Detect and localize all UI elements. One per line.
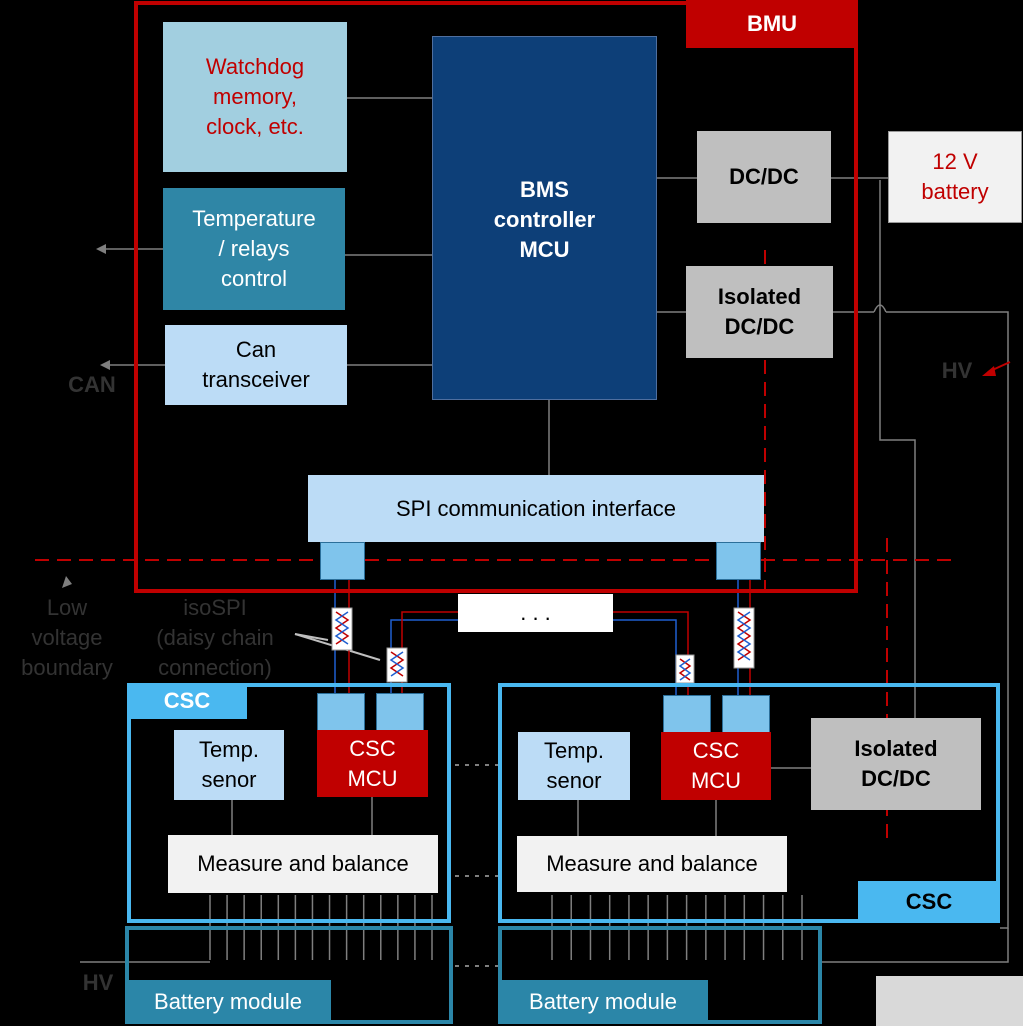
battery-module-right-label: Battery module [498,980,708,1024]
battery-12v: 12 V battery [888,131,1022,223]
gray-block [876,976,1023,1026]
csc-left-measure-balance: Measure and balance [168,835,438,893]
isospi-label: isoSPI (daisy chain connection) [156,595,274,680]
bmu-frame [134,1,858,593]
can-transceiver-box: Can transceiver [165,325,347,405]
csc-left-frame [127,683,451,923]
csc-left-tag: CSC [127,683,247,719]
csc-right-tag: CSC [858,881,1000,923]
transformer-icon [376,693,424,733]
spi-interface: SPI communication interface [308,475,764,542]
csc-right-temp-sensor: Temp. senor [518,732,630,800]
transformer-icon [722,695,770,735]
csc-left-temp-sensor: Temp. senor [174,730,284,800]
transformer-icon [663,695,711,735]
can-label: CAN [68,372,116,397]
transformer-icon [716,542,761,580]
csc-right-isolated-dcdc: Isolated DC/DC [811,718,981,810]
bms-controller-mcu: BMS controller MCU [432,36,657,400]
ellipsis-box: . . . [458,594,613,632]
transformer-icon [317,693,365,733]
csc-right-measure-balance: Measure and balance [517,836,787,892]
battery-module-left-label: Battery module [125,980,331,1024]
low-voltage-boundary-label: Low voltage boundary [21,595,113,680]
csc-right-frame [498,683,1000,923]
watchdog-box: Watchdog memory, clock, etc. [163,22,347,172]
transformer-icon [320,542,365,580]
dcdc-box: DC/DC [697,131,831,223]
csc-left-mcu: CSC MCU [317,730,428,797]
csc-right-mcu: CSC MCU [661,732,771,800]
isolated-dcdc-box: Isolated DC/DC [686,266,833,358]
hv-top-label: HV [941,358,973,383]
hv-bottom-label: HV [82,970,114,995]
temperature-relays-box: Temperature / relays control [163,188,345,310]
bmu-tag: BMU [686,0,858,48]
